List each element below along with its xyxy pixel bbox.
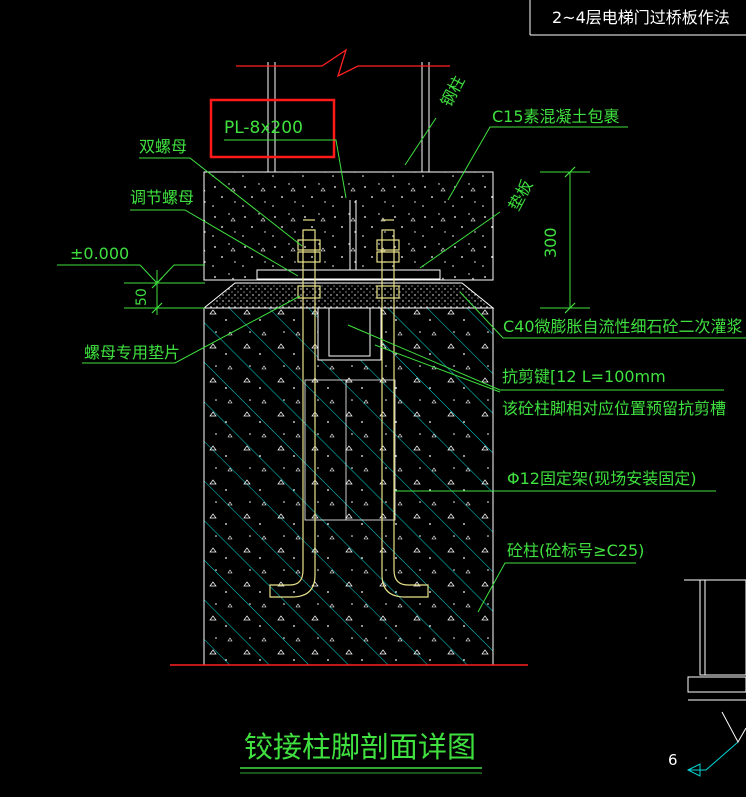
adjust-nut-label: 调节螺母 <box>130 188 194 207</box>
steel-column-label: 钢柱 <box>437 73 469 110</box>
c15-label: C15素混凝土包裹 <box>492 107 620 126</box>
nut-washer-leader <box>82 295 301 364</box>
adjacent-detail-arrow <box>686 763 701 777</box>
concrete-column-texture <box>204 308 493 665</box>
base-plate <box>256 269 441 280</box>
shear-slot <box>317 307 382 361</box>
top-break-line <box>236 48 450 78</box>
dim-50-text: 50 <box>134 288 150 306</box>
fixing-frame <box>304 379 396 521</box>
pad-plate-leader <box>419 211 501 269</box>
highlight-box[interactable] <box>209 98 336 159</box>
nut-washer-label: 螺母专用垫片 <box>84 343 180 362</box>
double-nut-label: 双螺母 <box>139 137 187 156</box>
pad-plate-label: 垫板 <box>505 177 537 214</box>
dim-300-tick-top <box>564 166 576 178</box>
shear-key-channel <box>328 308 371 357</box>
concrete-column-leader <box>477 562 636 613</box>
shear-slot-leader <box>374 344 501 393</box>
adjacent-detail-column <box>699 579 746 676</box>
c40-grout-leader <box>459 291 746 339</box>
plate-spec-label: PL-8x200 <box>224 118 303 138</box>
adjacent-detail-leader <box>688 741 739 771</box>
c15-encasement-texture <box>204 172 493 280</box>
double-nut-leader <box>139 157 303 247</box>
dim-300-text: 300 <box>541 227 560 258</box>
detail-number: 6 <box>668 751 678 769</box>
anchor-bolt-left <box>269 219 321 598</box>
fixing-frame-label: Φ12固定架(现场安装固定) <box>507 469 696 488</box>
adjacent-detail-plate <box>687 676 746 693</box>
drawing-title: 铰接柱脚剖面详图 <box>244 730 476 764</box>
steel-column-leader <box>404 117 437 166</box>
adjust-nut-leader <box>130 209 299 277</box>
adjacent-detail-break <box>721 711 746 744</box>
anchor-bolt-right <box>376 219 429 598</box>
dim-50-tick-bottom <box>151 302 163 314</box>
header-title: 2~4层电梯门过桥板作法 <box>552 8 730 27</box>
shear-key-leader <box>347 324 724 391</box>
shear-key-label: 抗剪键[12 L=100mm <box>502 367 666 386</box>
grout-layer <box>202 282 495 309</box>
dim-300-tick-bottom <box>564 302 576 314</box>
concrete-column-label: 砼柱(砼标号≥C25) <box>507 541 644 560</box>
shear-slot-label: 该砼柱脚相对应位置预留抗剪槽 <box>502 399 726 418</box>
elevation-text: ±0.000 <box>70 244 129 263</box>
c40-grout-label: C40微膨胀自流性细石砼二次灌浆 <box>503 317 743 336</box>
elevation-marker <box>57 264 205 284</box>
plate-spec-leader <box>224 139 347 199</box>
c15-leader <box>447 126 628 201</box>
